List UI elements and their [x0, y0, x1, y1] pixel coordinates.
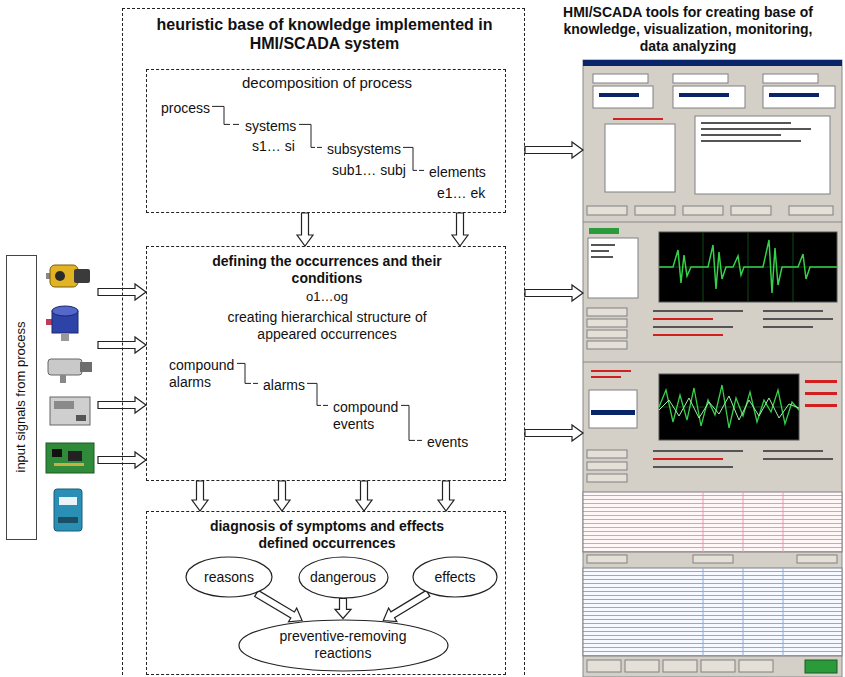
input-strip-border — [7, 256, 37, 540]
node-heading: input signals from process — [13, 321, 29, 472]
node-heading: defining the occurrences and their condi… — [212, 253, 442, 287]
hollow-arrow — [525, 425, 583, 441]
node-heading: effects — [420, 569, 490, 586]
node-term: alarms — [263, 377, 305, 394]
decomposition-tree-lines — [212, 106, 424, 170]
ellipse-shape — [413, 557, 497, 597]
analysis-waveform — [659, 385, 799, 428]
hollow-arrow — [438, 481, 454, 511]
hollow-arrow — [335, 599, 351, 619]
node-term: subsystems — [327, 141, 401, 158]
analysis-waveform — [659, 396, 799, 420]
node-heading: dangerous — [306, 569, 380, 586]
sensor-icon — [46, 265, 90, 287]
reason-ellipse: reasons — [185, 556, 273, 598]
event-table — [583, 568, 842, 673]
analysis-panel — [587, 370, 837, 482]
hollow-arrow — [192, 481, 208, 511]
hollow-arrow — [356, 481, 372, 511]
node-term: o1…og — [147, 289, 507, 305]
camera-icon — [48, 359, 92, 383]
node-term: compound alarms — [169, 357, 241, 391]
encoder-icon — [46, 306, 78, 341]
occurrences-box: defining the occurrences and their condi… — [146, 246, 506, 481]
effect-ellipse: effects — [412, 556, 498, 598]
title-bar — [583, 60, 842, 66]
trend-panel — [583, 228, 842, 362]
circuit-board-icon — [46, 443, 94, 473]
hollow-arrow — [255, 590, 302, 621]
hollow-arrow — [525, 285, 583, 301]
node-term: sub1… subj — [332, 162, 406, 179]
decomposition-box: decomposition of process process systems s1… — [146, 69, 506, 213]
reaction-ellipse: preventive-removing reactions — [238, 619, 449, 672]
node-heading: decomposition of process — [147, 74, 507, 92]
hollow-arrow — [525, 142, 583, 158]
occurrence-tree-lines — [237, 363, 422, 440]
hollow-arrow — [452, 213, 468, 246]
scada-screens: HMI/SCADA tools for creating base of kno… — [583, 60, 842, 677]
hollow-arrow — [297, 213, 313, 246]
module-icon — [54, 489, 82, 531]
node-heading: HMI/SCADA tools for creating base of kno… — [548, 4, 828, 54]
node-term: e1… ek — [437, 185, 485, 202]
node-heading: heuristic base of knowledge implemented … — [143, 15, 506, 53]
ellipse-shape — [186, 557, 272, 597]
screen-background — [583, 60, 842, 677]
alarm-table — [583, 492, 842, 563]
tree-connector — [212, 106, 424, 170]
hollow-arrow — [383, 590, 430, 621]
node-term: s1… si — [252, 138, 295, 155]
node-heading: preventive-removing reactions — [273, 628, 413, 662]
input-signals-panel: input signals from process — [6, 255, 98, 540]
knowledge-base-frame: decomposition of process process systems s1… — [122, 8, 525, 677]
node-term: systems — [245, 118, 296, 135]
diagnosis-box: reasons dangerous effects preventive-removi… — [146, 511, 506, 675]
node-heading: diagnosis of symptoms and effects define… — [192, 518, 462, 552]
hollow-arrow — [274, 481, 290, 511]
node-term: process — [161, 100, 210, 117]
node-term: events — [427, 434, 468, 451]
scada-screenshots — [583, 60, 842, 677]
tree-connector — [237, 363, 422, 440]
ellipse-shape — [299, 557, 388, 598]
ellipse-shape — [239, 620, 448, 671]
input-devices — [7, 256, 95, 540]
trend-waveform — [659, 240, 837, 293]
node-term: elements — [429, 164, 486, 181]
node-heading: reasons — [193, 569, 265, 586]
danger-ellipse: dangerous — [298, 556, 389, 599]
setup-panel — [583, 74, 842, 222]
controller-icon — [50, 397, 90, 425]
node-term: creating hierarchical structure of appea… — [207, 309, 447, 343]
node-term: compound events — [333, 399, 405, 433]
